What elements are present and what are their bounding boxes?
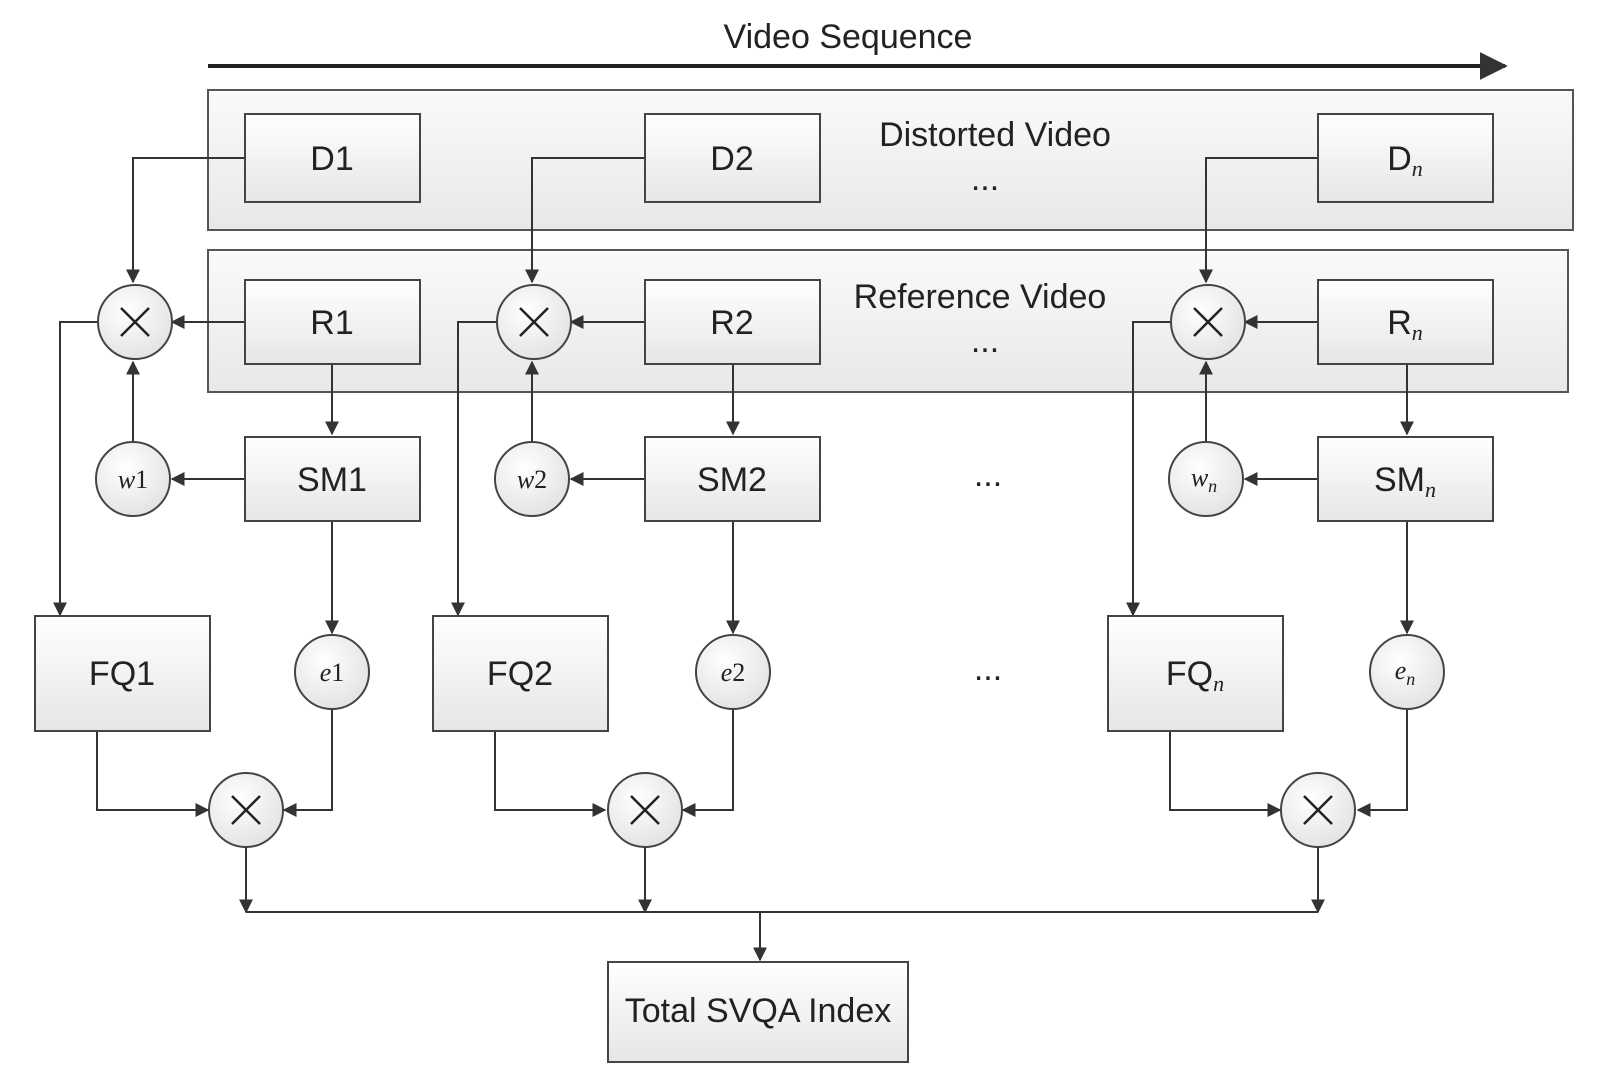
fq1-label: FQ1 [89, 655, 155, 693]
aggregation: Total SVQA Index [239, 847, 1325, 1063]
fq-ellipsis: ... [974, 650, 1002, 688]
wn-label: wn [1191, 463, 1217, 496]
sm1-box [244, 436, 421, 522]
sm1-label: SM1 [297, 461, 367, 499]
fq2-box [432, 615, 609, 732]
reference-video-label: Reference Video [854, 278, 1107, 316]
wn-node [1168, 441, 1244, 517]
r1-label: R1 [310, 304, 353, 342]
distorted-ellipsis: ... [971, 160, 999, 198]
smn-box [1317, 436, 1494, 522]
column-n: Dn Rn SMn FQn wn en [1107, 113, 1494, 848]
column-2: D2 R2 SM2 FQ2 w2 e2 [432, 113, 821, 848]
fqn-label: FQn [1166, 655, 1224, 696]
smn-label: SMn [1374, 461, 1436, 502]
total-svqa-box [607, 961, 909, 1063]
r2-box [644, 279, 821, 365]
fqn-box [1107, 615, 1284, 732]
w2-label: w2 [517, 465, 547, 494]
video-sequence-label: Video Sequence [724, 18, 973, 56]
sm2-box [644, 436, 821, 522]
d1-box [244, 113, 421, 203]
distorted-video-label: Distorted Video [879, 116, 1111, 154]
video-sequence: Video Sequence [208, 18, 1508, 80]
rn-label: Rn [1387, 304, 1423, 345]
d2-label: D2 [710, 140, 753, 178]
r2-label: R2 [710, 304, 753, 342]
sm-ellipsis: ... [974, 456, 1002, 494]
fq2-label: FQ2 [487, 655, 553, 693]
e1-label: e1 [320, 658, 345, 687]
dn-box [1317, 113, 1494, 203]
d1-label: D1 [310, 140, 353, 178]
fq1-box [34, 615, 211, 732]
e2-node [695, 634, 771, 710]
w2-node [494, 441, 570, 517]
dn-label: Dn [1387, 140, 1423, 181]
e2-label: e2 [721, 658, 746, 687]
sm2-label: SM2 [697, 461, 767, 499]
en-label: en [1395, 656, 1416, 689]
r1-box [244, 279, 421, 365]
reference-ellipsis: ... [971, 322, 999, 360]
rn-box [1317, 279, 1494, 365]
w1-label: w1 [118, 465, 148, 494]
e1-node [294, 634, 370, 710]
total-svqa-label: Total SVQA Index [625, 992, 892, 1030]
d2-box [644, 113, 821, 203]
column-1: D1 R1 SM1 FQ1 w1 e1 [34, 113, 421, 848]
w1-node [95, 441, 171, 517]
en-node [1369, 634, 1445, 710]
